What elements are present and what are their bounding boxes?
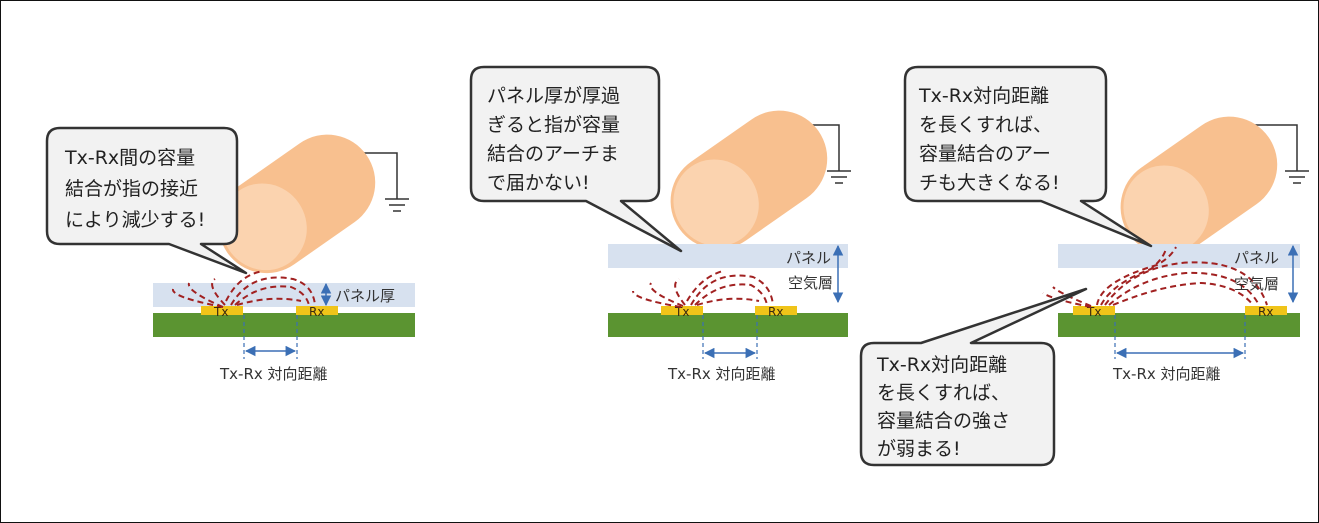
bubble-bottom-line-1: Tx-Rx対向距離 xyxy=(876,354,1007,376)
bubble-line-4: で届かない! xyxy=(487,172,590,194)
distance-label: Tx-Rx 対向距離 xyxy=(219,365,328,383)
panel-2: Tx Rx パネル 空気層 Tx-Rx 対向距離 パネル厚が厚過 ぎると指が容量… xyxy=(469,65,851,383)
ground-icon xyxy=(1241,124,1309,184)
bubble-top-line-3: 容量結合のアー xyxy=(919,143,1051,165)
rx-label: Rx xyxy=(768,305,783,319)
circuit-board xyxy=(1058,313,1300,337)
distance-label: Tx-Rx 対向距離 xyxy=(667,365,776,383)
panel-1: Tx Rx パネル厚 Tx-Rx 対向距離 Tx-Rx間の容量 結合が指の接近 … xyxy=(45,126,415,383)
tx-label: Tx xyxy=(1086,305,1101,319)
bubble-bottom-line-3: 容量結合の強さ xyxy=(877,410,1010,432)
speech-bubble: パネル厚が厚過 ぎると指が容量 結合のアーチま で届かない! xyxy=(469,65,683,253)
rx-electrode xyxy=(296,306,338,315)
rx-label: Rx xyxy=(1258,305,1273,319)
finger xyxy=(1120,116,1278,256)
bubble-top-line-4: チも大きくなる! xyxy=(919,172,1060,194)
panel-layer xyxy=(608,244,848,268)
bubble-bottom-line-2: を長くすれば、 xyxy=(877,382,1010,404)
speech-bubble-bottom: Tx-Rx対向距離 を長くすれば、 容量結合の強さ が弱まる! xyxy=(859,287,1088,467)
panel-thickness-label: パネル厚 xyxy=(335,287,395,305)
distance-dimension xyxy=(1114,315,1246,359)
tx-label: Tx xyxy=(213,305,228,319)
panel-label: パネル xyxy=(786,249,831,267)
field-lines xyxy=(632,270,774,308)
panel-label: パネル xyxy=(1234,249,1279,267)
circuit-board xyxy=(608,313,848,337)
rx-electrode xyxy=(1245,306,1287,315)
distance-dimension xyxy=(702,315,758,359)
distance-label: Tx-Rx 対向距離 xyxy=(1112,365,1221,383)
bubble-top-line-1: Tx-Rx対向距離 xyxy=(918,85,1049,107)
distance-dimension xyxy=(243,315,298,359)
tx-electrode xyxy=(1073,306,1115,315)
tx-label: Tx xyxy=(674,305,689,319)
finger xyxy=(670,110,828,250)
air-layer-label: 空気層 xyxy=(788,274,833,292)
finger xyxy=(218,134,376,274)
rx-electrode xyxy=(755,306,797,315)
bubble-line-2: ぎると指が容量 xyxy=(487,114,620,136)
bubble-bottom-line-4: が弱まる! xyxy=(877,438,961,460)
speech-bubble-top: Tx-Rx対向距離 を長くすれば、 容量結合のアー チも大きくなる! xyxy=(903,65,1153,248)
air-layer-label: 空気層 xyxy=(1234,275,1279,293)
speech-bubble: Tx-Rx間の容量 結合が指の接近 により減少する! xyxy=(45,126,248,275)
panel-3: Tx Rx パネル 空気層 Tx-Rx 対向距離 Tx-Rx対向距離 を長くすれ… xyxy=(859,65,1309,467)
bubble-line-3: により減少する! xyxy=(65,209,205,231)
bubble-line-2: 結合が指の接近 xyxy=(65,178,198,200)
circuit-board xyxy=(153,313,415,337)
bubble-line-1: Tx-Rx間の容量 xyxy=(64,147,195,169)
panel-layer xyxy=(1058,244,1300,268)
rx-label: Rx xyxy=(309,305,324,319)
tx-electrode xyxy=(661,306,703,315)
field-lines xyxy=(172,270,316,308)
bubble-top-line-2: を長くすれば、 xyxy=(919,114,1052,136)
bubble-line-1: パネル厚が厚過 xyxy=(487,85,620,107)
tx-electrode xyxy=(201,306,243,315)
bubble-line-3: 結合のアーチま xyxy=(487,143,619,165)
